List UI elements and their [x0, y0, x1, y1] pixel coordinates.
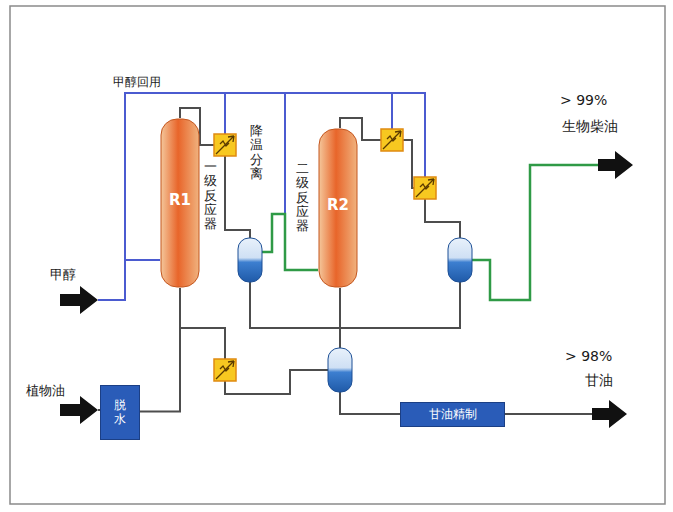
methanol-lines: [98, 93, 425, 300]
exchanger-body: [214, 359, 236, 381]
pipe: [250, 282, 460, 328]
label-text: > 99%: [560, 92, 607, 108]
pipe: [225, 156, 250, 238]
input-arrow: [60, 286, 98, 314]
label-text: 植物油: [26, 382, 65, 400]
heat-exchanger: [214, 134, 236, 156]
pipe-connector: [140, 288, 180, 412]
reactor-caption: 二级反应器: [296, 162, 309, 233]
green-line: [262, 214, 318, 270]
pipe: [339, 288, 341, 348]
heat-exchanger: [214, 359, 236, 381]
label-text: 生物柴油: [562, 118, 618, 136]
reactor-caption: 一级反应器: [204, 160, 217, 231]
methanol-branch: [284, 93, 286, 214]
exchanger-arrow: [416, 179, 434, 197]
reactor-name: R2: [318, 196, 358, 214]
methanol-recycle-line: [98, 93, 425, 300]
heat-exchanger: [381, 129, 403, 151]
pipe: [225, 370, 328, 394]
input-arrow: [60, 396, 98, 424]
pipe: [340, 392, 400, 414]
label-text: 甘油: [585, 372, 613, 390]
vessel-body: [319, 129, 357, 287]
reactor-name: R1: [160, 191, 200, 209]
separator-drum: [238, 238, 262, 282]
methanol-feed: [125, 259, 160, 261]
exchanger-body: [381, 129, 403, 151]
methanol-branch: [391, 93, 393, 129]
process-box: 甘油精制: [400, 402, 505, 427]
heat-exchanger: [414, 177, 436, 199]
output-arrow: [592, 400, 627, 428]
pipe: [425, 199, 460, 238]
box-text: 脱水: [114, 399, 126, 425]
biodiesel-lines: [262, 165, 598, 300]
label-text: 甲醇: [50, 266, 76, 284]
box-text: 甘油精制: [429, 406, 477, 423]
label-text: 甲醇回用: [113, 74, 161, 91]
methanol-branch: [224, 93, 226, 134]
exchanger-arrow: [383, 131, 401, 149]
pipe: [403, 140, 414, 188]
separator-drum: [328, 348, 352, 392]
exchanger-body: [214, 134, 236, 156]
heat-exchangers: [214, 129, 436, 381]
reactor-node: R1 一级反应器: [160, 118, 224, 288]
vessel-body: [161, 119, 199, 287]
exchanger-arrow: [216, 361, 234, 379]
pipe: [505, 413, 592, 415]
process-box: 脱水: [100, 385, 140, 440]
frame: [10, 6, 665, 504]
separator-drum: [448, 238, 472, 282]
label-text: 降温分离: [250, 124, 263, 181]
exchanger-body: [414, 177, 436, 199]
reactor-node: R2 二级反应器: [296, 128, 360, 288]
pipe: [180, 328, 225, 359]
exchanger-arrow: [216, 136, 234, 154]
label-text: > 98%: [565, 348, 612, 364]
green-line: [472, 165, 598, 300]
output-arrow: [598, 151, 633, 179]
